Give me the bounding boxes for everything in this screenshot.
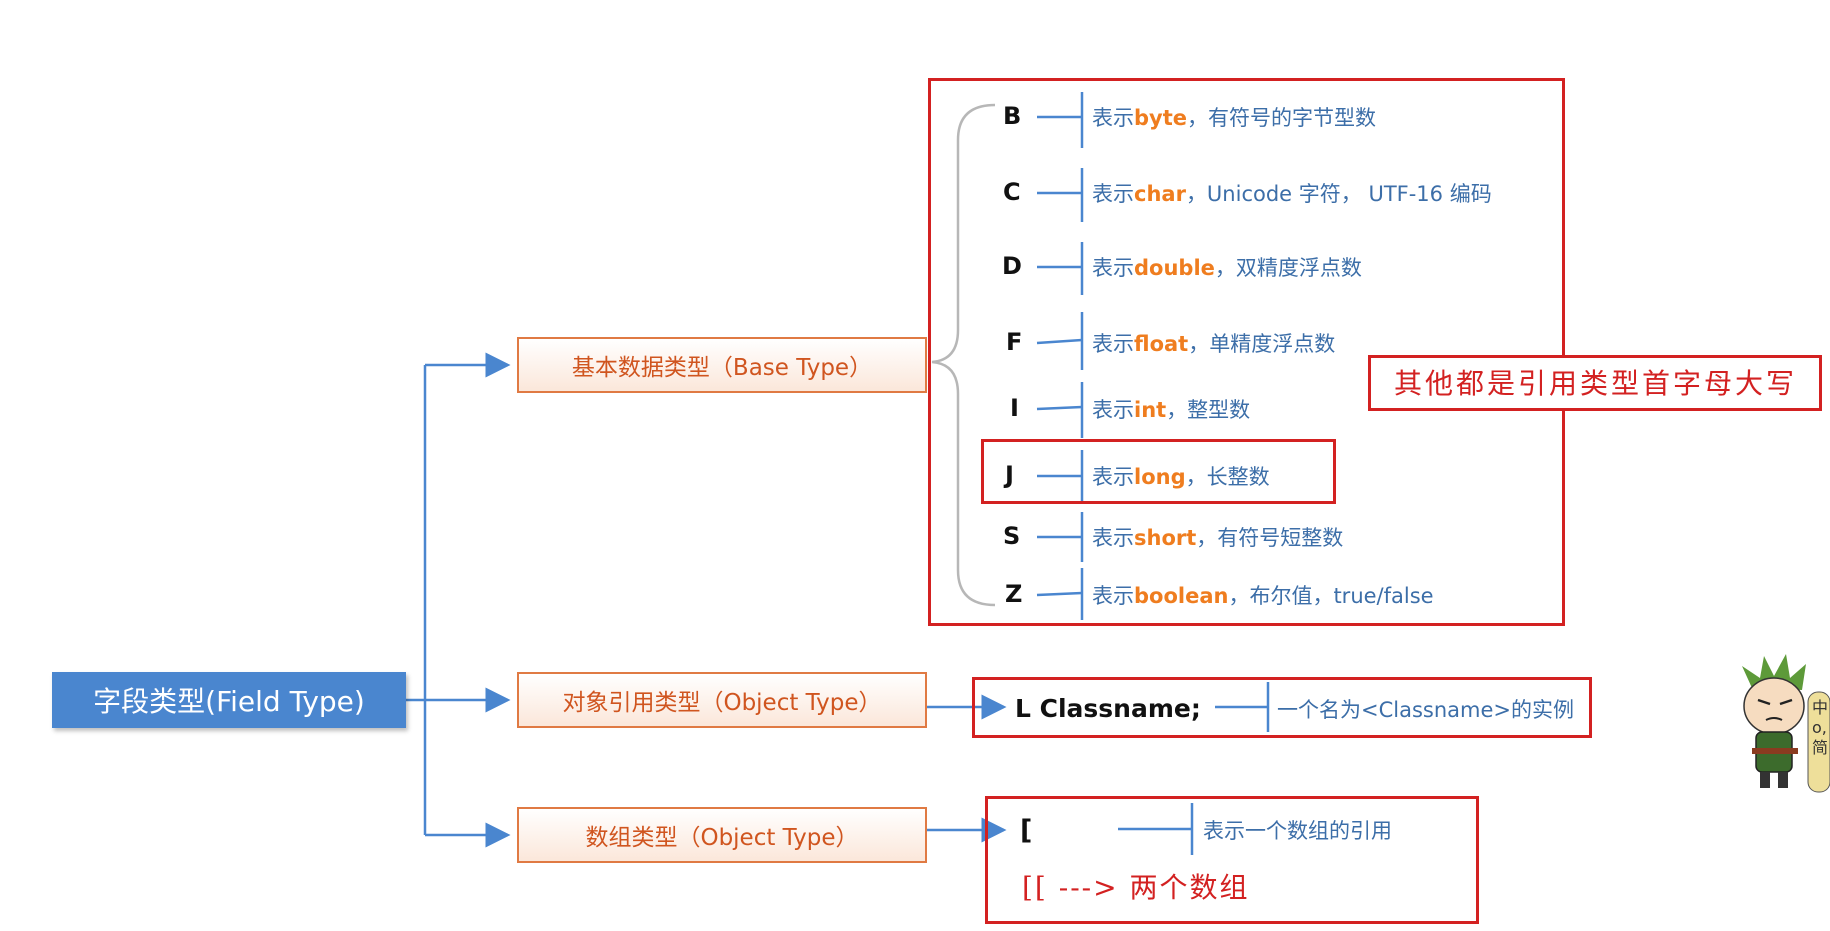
root-label: 字段类型(Field Type) <box>93 685 365 718</box>
type-description-keyword: double <box>1134 256 1215 280</box>
object-type-highlight <box>972 677 1592 738</box>
base-type-ticks <box>1036 92 1084 620</box>
array-type-note: [[ ---> 两个数组 <box>1022 871 1250 904</box>
type-description-keyword: float <box>1134 332 1189 356</box>
sticker-text: 中 o, 简 <box>1812 698 1828 758</box>
type-description-keyword: byte <box>1134 106 1188 130</box>
type-description-prefix: 表示 <box>1092 106 1134 130</box>
sticker-line: 简 <box>1812 738 1829 757</box>
type-description-suffix: ，有符号的字节型数 <box>1187 106 1377 130</box>
brace <box>931 103 996 607</box>
type-description-keyword: short <box>1134 526 1197 550</box>
array-type-highlight <box>985 796 1479 924</box>
type-description-suffix: ，布尔值，true/false <box>1228 584 1434 608</box>
type-code: I <box>1010 394 1019 422</box>
type-description-suffix: ，双精度浮点数 <box>1214 256 1362 280</box>
type-description: 表示char，Unicode 字符， UTF-16 编码 <box>1092 178 1492 208</box>
type-description: 表示float，单精度浮点数 <box>1092 328 1335 358</box>
sticker-line: o, <box>1812 718 1827 737</box>
type-description: 表示long，长整数 <box>1092 461 1270 491</box>
type-description-prefix: 表示 <box>1092 182 1134 206</box>
type-description-prefix: 表示 <box>1092 256 1134 280</box>
type-description-prefix: 表示 <box>1092 465 1134 489</box>
type-description-suffix: ，单精度浮点数 <box>1188 332 1336 356</box>
type-code: S <box>1003 522 1021 550</box>
type-code: B <box>1003 102 1022 130</box>
type-description-prefix: 表示 <box>1092 398 1134 422</box>
type-code: J <box>1005 461 1014 489</box>
base-types-highlight <box>928 78 1565 626</box>
type-description-keyword: boolean <box>1134 584 1229 608</box>
type-description: 表示boolean，布尔值，true/false <box>1092 580 1434 610</box>
annotation-box <box>1368 355 1822 411</box>
type-description-prefix: 表示 <box>1092 526 1134 550</box>
category-label: 对象引用类型（Object Type） <box>562 690 882 716</box>
type-description-suffix: ，有符号短整数 <box>1196 526 1344 550</box>
type-code: D <box>1002 252 1022 280</box>
array-type-code: [ <box>1020 815 1033 846</box>
type-code: F <box>1006 328 1023 356</box>
type-description-prefix: 表示 <box>1092 584 1134 608</box>
object-type-desc: 一个名为<Classname>的实例 <box>1277 698 1574 722</box>
category-object-type: 对象引用类型（Object Type） <box>517 672 927 728</box>
character-sticker <box>1742 654 1830 793</box>
type-code: Z <box>1005 580 1023 608</box>
array-type-desc: 表示一个数组的引用 <box>1203 819 1392 843</box>
object-type-code: L Classname; <box>1015 694 1201 723</box>
type-description-suffix: ，整型数 <box>1166 398 1251 422</box>
category-array-type: 数组类型（Object Type） <box>517 807 927 863</box>
long-type-highlight <box>981 439 1336 504</box>
annotation-text: 其他都是引用类型首字母大写 <box>1394 367 1798 400</box>
type-description: 表示byte，有符号的字节型数 <box>1092 102 1376 132</box>
category-label: 数组类型（Object Type） <box>585 825 859 851</box>
type-code: C <box>1003 178 1021 206</box>
type-description-suffix: ，Unicode 字符， UTF-16 编码 <box>1185 182 1492 206</box>
category-base-type: 基本数据类型（Base Type） <box>517 337 927 393</box>
type-description: 表示double，双精度浮点数 <box>1092 252 1362 282</box>
root-node: 字段类型(Field Type) <box>52 672 406 728</box>
type-description-prefix: 表示 <box>1092 332 1134 356</box>
type-description: 表示short，有符号短整数 <box>1092 522 1343 552</box>
sticker-line: 中 <box>1812 698 1829 717</box>
type-description-suffix: ，长整数 <box>1185 465 1270 489</box>
type-description-keyword: char <box>1134 182 1186 206</box>
type-description-keyword: long <box>1134 465 1186 489</box>
type-description-keyword: int <box>1134 398 1167 422</box>
category-label: 基本数据类型（Base Type） <box>571 355 873 381</box>
type-description: 表示int，整型数 <box>1092 394 1250 424</box>
